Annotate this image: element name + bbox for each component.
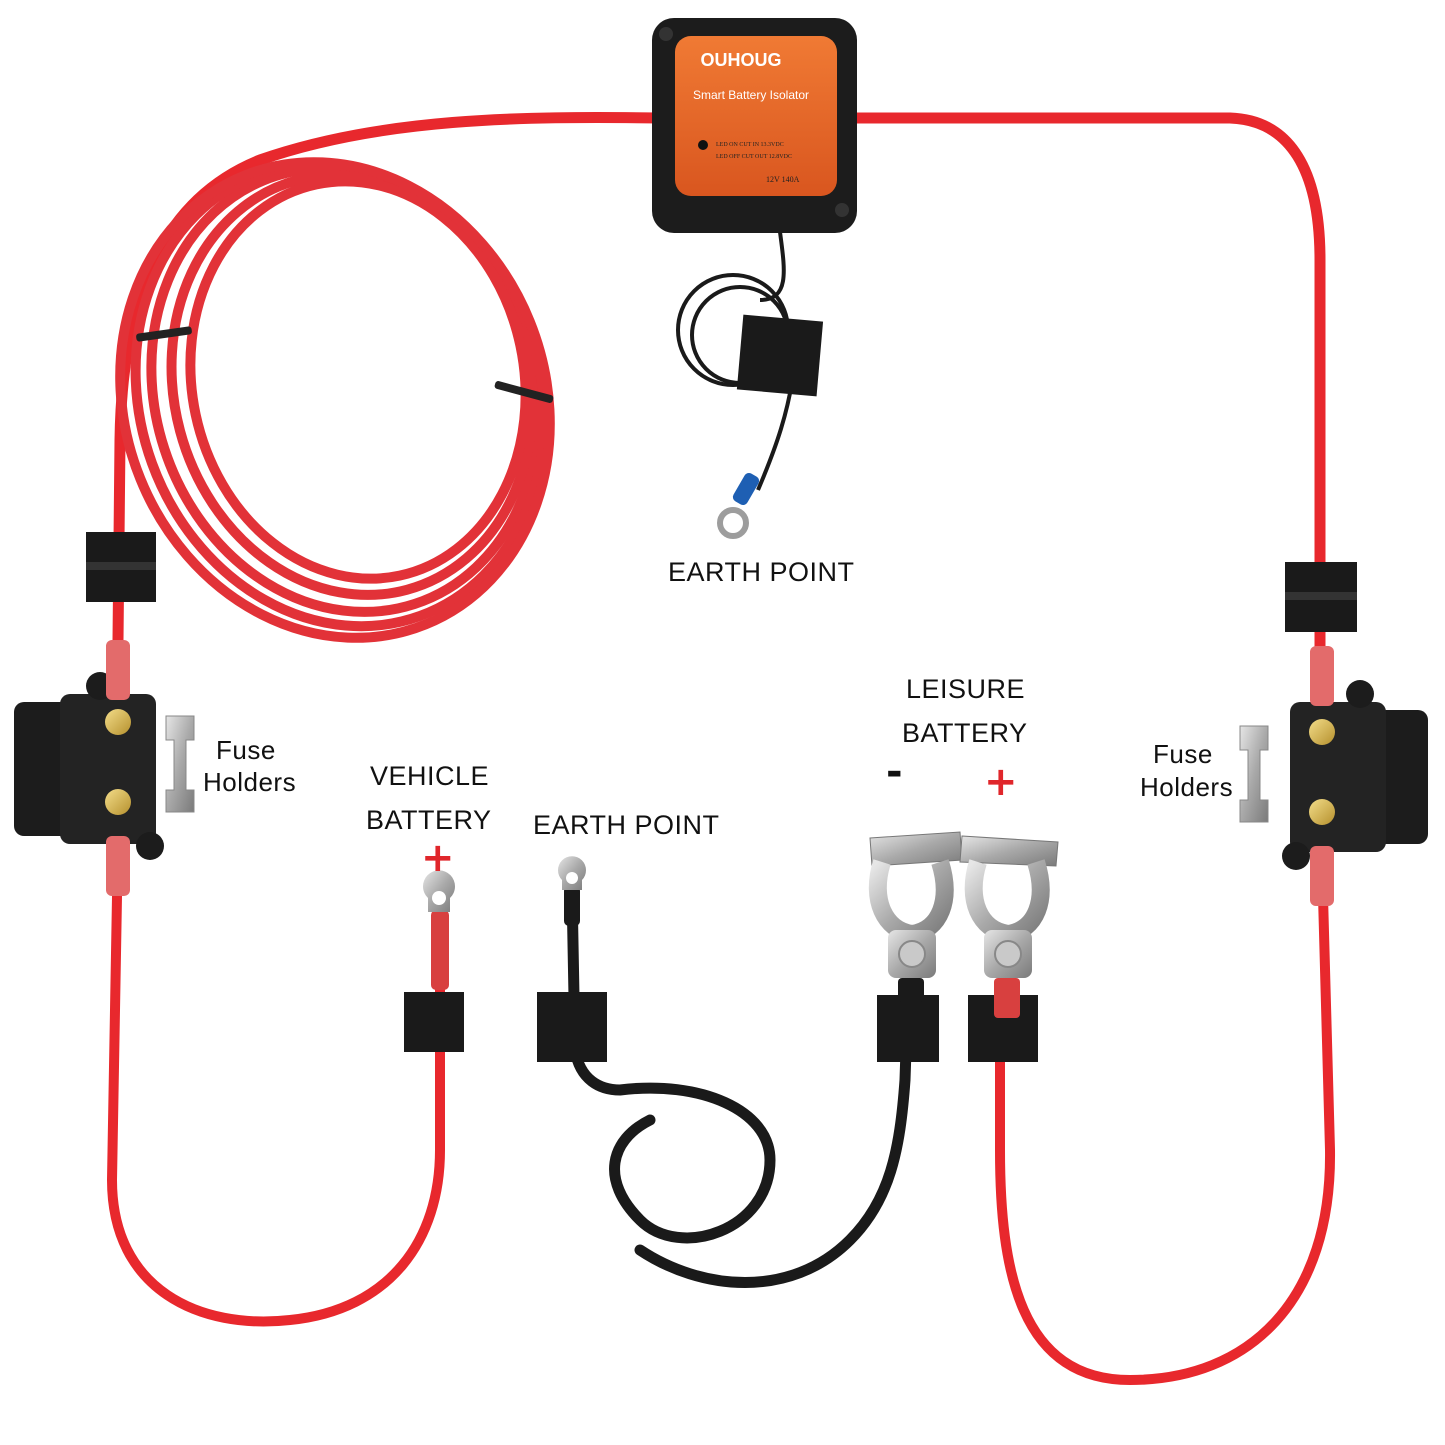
fuse-holders-label-left-line1: Fuse xyxy=(216,735,276,765)
status-led-icon xyxy=(698,140,708,150)
fuse-blade-left-icon xyxy=(165,715,195,813)
adhesive-mount-icon xyxy=(736,314,824,397)
leisure-battery-label-line1: LEISURE xyxy=(906,674,1026,704)
battery-clamp-negative-icon xyxy=(868,831,963,1002)
cable-tie-icon xyxy=(86,562,156,570)
leisure-positive-cable xyxy=(995,855,1336,1386)
cable-tie-icon xyxy=(1285,592,1357,600)
fuse-holders-label-right-line2: Holders xyxy=(1140,772,1234,802)
fuse-holders-label-right-line1: Fuse xyxy=(1153,739,1213,769)
red-cable-coil xyxy=(115,157,555,643)
fuse-holders-label-left-line2: Holders xyxy=(203,767,297,797)
main-red-cable xyxy=(112,111,1326,686)
crimp-sleeve-icon xyxy=(732,472,760,506)
heat-shrink-icon xyxy=(431,910,449,990)
earth-point-label-top: EARTH POINT xyxy=(668,557,855,587)
smart-battery-isolator: OUHOUG Smart Battery Isolator LED ON CUT… xyxy=(652,18,857,233)
leisure-battery-label-line2: BATTERY xyxy=(902,718,1028,748)
adhesive-mount-icon xyxy=(877,995,939,1062)
adhesive-mount-icon xyxy=(404,992,464,1052)
minus-sign: - xyxy=(886,749,903,795)
fuse-holder-left xyxy=(14,640,164,896)
cable-tie-icon xyxy=(494,381,554,403)
isolator-spec-line-2: LED OFF CUT OUT 12.8VDC xyxy=(716,154,792,160)
vehicle-positive-cable xyxy=(106,835,445,1327)
cable-tie-icon xyxy=(136,326,192,342)
fuse-holder-right xyxy=(1282,646,1428,906)
plus-sign-leisure: + xyxy=(984,759,1018,805)
ring-terminal-icon xyxy=(717,507,749,539)
fuse-blade-right-icon xyxy=(1239,725,1269,823)
earth-cable xyxy=(566,884,914,1288)
isolator-spec-line-1: LED ON CUT IN 13.3VDC xyxy=(716,142,784,148)
isolator-product-name: Smart Battery Isolator xyxy=(693,88,809,102)
isolator-rating: 12V 140A xyxy=(766,175,800,184)
earth-point-label-bottom: EARTH POINT xyxy=(533,810,720,840)
vehicle-battery-label-line2: BATTERY xyxy=(366,805,492,835)
isolator-brand: OUHOUG xyxy=(701,50,782,70)
adhesive-mount-icon xyxy=(537,992,607,1062)
plus-sign-vehicle: + xyxy=(421,835,455,881)
earth-lug-sleeve-icon xyxy=(564,886,580,926)
vehicle-battery-label-line1: VEHICLE xyxy=(370,761,490,791)
battery-clamp-positive-icon xyxy=(959,835,1059,1018)
